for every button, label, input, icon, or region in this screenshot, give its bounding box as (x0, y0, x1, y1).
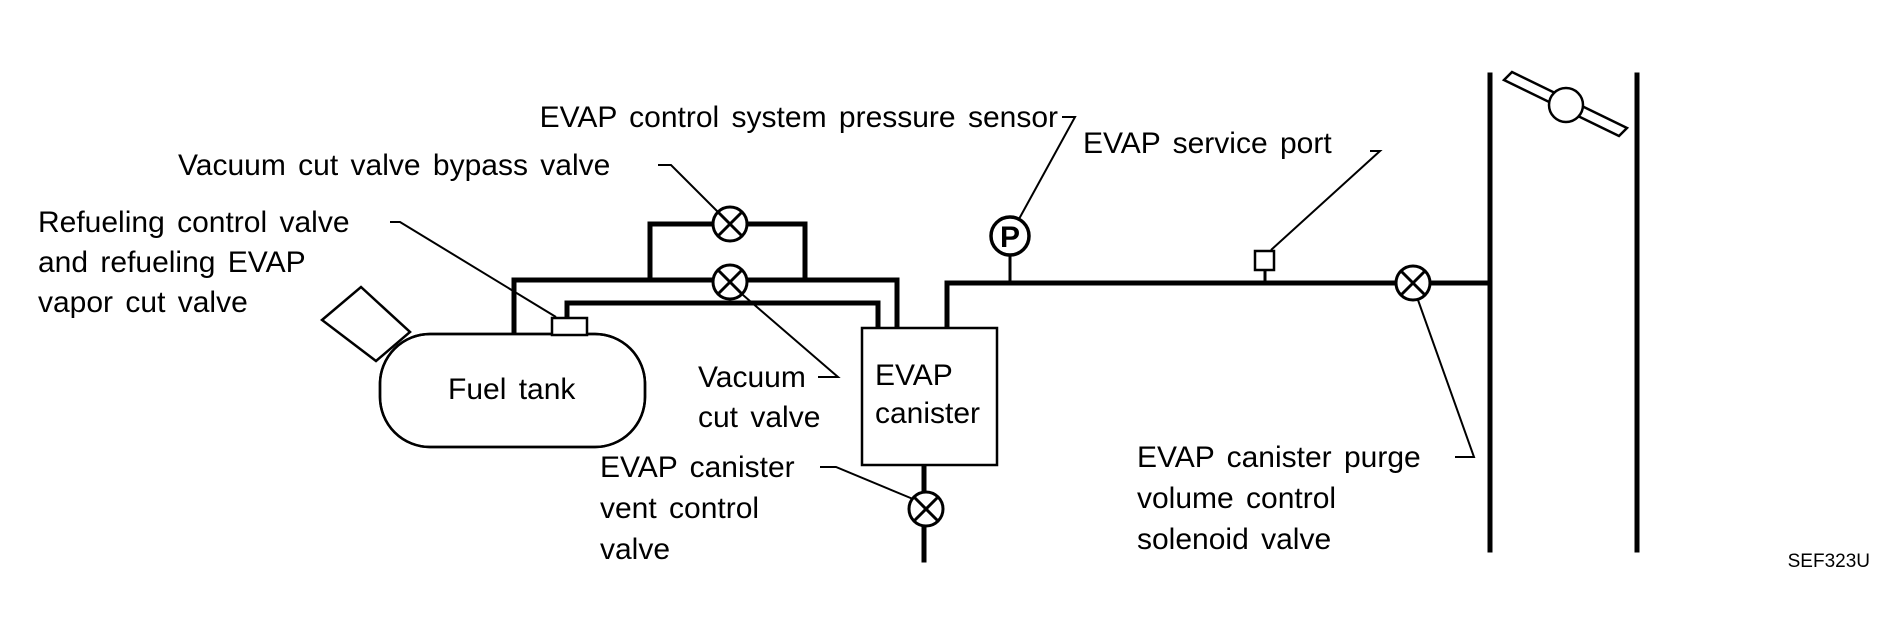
refueling-valve-label-line2: and refueling EVAP (38, 246, 306, 279)
purge-valve-label-line3: solenoid valve (1137, 523, 1331, 556)
fuel-tank: Fuel tank (320, 285, 647, 449)
vent-valve-label-line2: vent control (600, 492, 759, 525)
service-port-label: EVAP service port (1083, 127, 1332, 160)
figure-code: SEF323U (1788, 551, 1870, 572)
vent-valve-label-line1: EVAP canister (600, 451, 795, 484)
purge-solenoid-valve-icon (1394, 264, 1432, 302)
vent-valve-label-line3: valve (600, 533, 670, 566)
bypass-valve-icon (711, 205, 749, 243)
throttle-valve-icon (1501, 70, 1630, 138)
purge-line (944, 280, 1490, 331)
refueling-valve-label-line1: Refueling control valve (38, 206, 350, 239)
pressure-symbol: P (1000, 221, 1020, 254)
purge-valve-label-line2: volume control (1137, 482, 1336, 515)
evap-canister: EVAP canister (860, 326, 999, 467)
pressure-sensor-label: EVAP control system pressure sensor (540, 101, 1058, 134)
vent-control-valve-icon (907, 490, 945, 528)
vacuum-cut-valve-label-line1: Vacuum (698, 361, 806, 394)
pressure-sensor-icon: P (989, 215, 1031, 285)
purge-valve-label-line1: EVAP canister purge (1137, 441, 1421, 474)
intake-manifold (1487, 72, 1640, 553)
refueling-valve-label-line3: vapor cut valve (38, 286, 248, 319)
vacuum-cut-valve-label-line2: cut valve (698, 401, 820, 434)
fuel-tank-label: Fuel tank (448, 373, 576, 406)
vacuum-cut-valve-icon (711, 263, 749, 301)
leader-lines (390, 116, 1476, 500)
canister-label-line2: canister (875, 397, 980, 430)
service-port-icon (1253, 249, 1276, 285)
bypass-valve-label: Vacuum cut valve bypass valve (178, 149, 610, 182)
canister-label-line1: EVAP (875, 359, 953, 392)
